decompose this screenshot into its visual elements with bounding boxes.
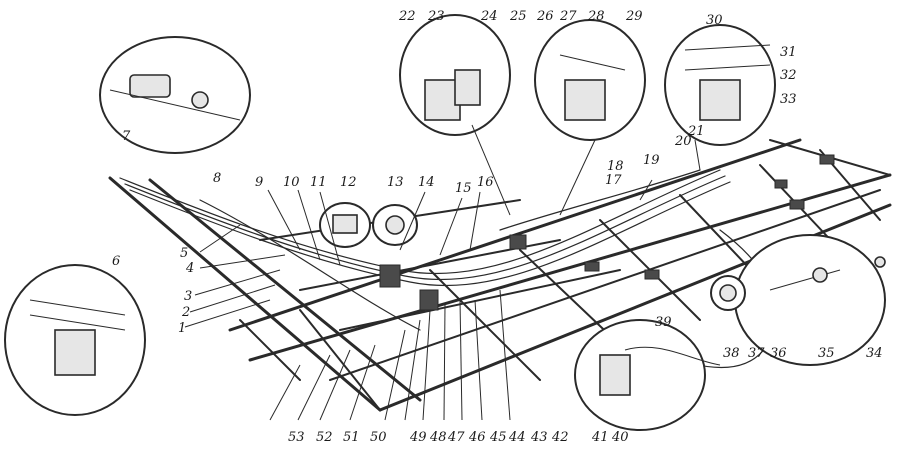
label-46: 46	[468, 430, 486, 445]
callout-detail-39-43	[574, 319, 721, 431]
label-7: 7	[122, 129, 131, 144]
callout-detail-22-25	[399, 14, 511, 136]
label-13: 13	[387, 175, 404, 190]
label-11: 11	[310, 175, 327, 190]
label-3: 3	[184, 289, 192, 304]
label-45: 45	[489, 430, 507, 445]
label-12: 12	[340, 175, 357, 190]
label-24: 24	[480, 9, 498, 24]
label-44: 44	[508, 430, 526, 445]
label-43: 43	[530, 430, 548, 445]
label-16: 16	[477, 175, 494, 190]
label-37: 37	[748, 346, 765, 361]
label-27: 27	[559, 9, 577, 24]
label-17: 17	[605, 173, 622, 188]
label-36: 36	[770, 346, 787, 361]
callout-detail-38	[710, 275, 746, 311]
label-23: 23	[427, 9, 445, 24]
label-6: 6	[112, 254, 120, 269]
label-53: 53	[288, 430, 305, 445]
label-4: 4	[185, 261, 194, 276]
label-22: 22	[398, 9, 416, 24]
label-31: 31	[780, 45, 797, 60]
label-30: 30	[706, 13, 723, 28]
label-47: 47	[447, 430, 465, 445]
callout-detail-30-33	[664, 24, 776, 146]
leader-lines	[184, 124, 701, 421]
label-51: 51	[343, 430, 360, 445]
label-26: 26	[536, 9, 554, 24]
label-32: 32	[780, 68, 797, 83]
label-8: 8	[213, 171, 221, 186]
part-number-labels: 1 2 3 4 5 6 7 8 9 10 11 12 13 14 15 16 1…	[112, 9, 883, 445]
label-21: 21	[687, 124, 705, 139]
callout-detail-3-6	[4, 264, 146, 416]
label-19: 19	[643, 153, 660, 168]
label-50: 50	[370, 430, 387, 445]
label-5: 5	[180, 246, 188, 261]
label-33: 33	[780, 92, 797, 107]
label-18: 18	[607, 159, 624, 174]
callout-detail-26-29	[534, 19, 646, 141]
label-2: 2	[181, 305, 190, 320]
label-49: 49	[409, 430, 427, 445]
callout-detail-7	[99, 36, 251, 154]
label-42: 42	[551, 430, 569, 445]
label-40: 40	[611, 430, 629, 445]
label-25: 25	[509, 9, 527, 24]
label-41: 41	[591, 430, 609, 445]
label-29: 29	[625, 9, 643, 24]
label-39: 39	[655, 315, 672, 330]
label-52: 52	[316, 430, 333, 445]
label-15: 15	[455, 181, 472, 196]
label-48: 48	[429, 430, 447, 445]
label-10: 10	[283, 175, 300, 190]
callout-detail-12	[319, 202, 371, 248]
label-1: 1	[178, 321, 186, 336]
label-35: 35	[818, 346, 835, 361]
label-14: 14	[418, 175, 435, 190]
label-28: 28	[587, 9, 605, 24]
label-9: 9	[255, 175, 263, 190]
label-20: 20	[674, 134, 692, 149]
label-34: 34	[866, 346, 883, 361]
label-38: 38	[723, 346, 740, 361]
